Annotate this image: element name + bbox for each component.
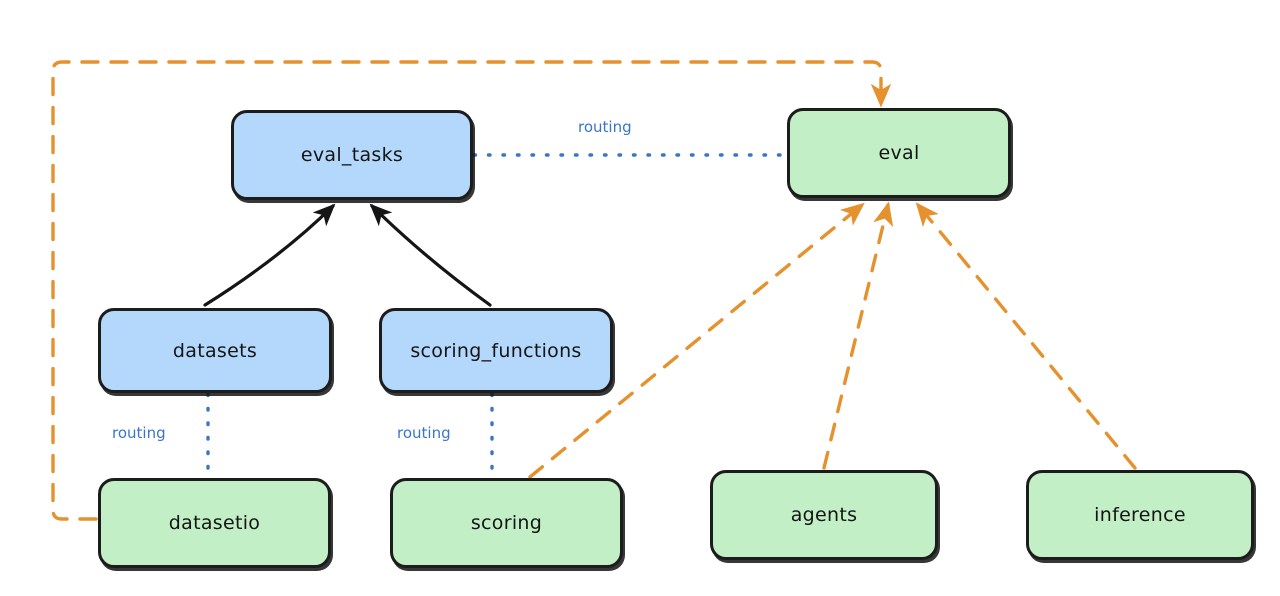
- node-scoring-functions[interactable]: scoring_functions: [379, 308, 613, 393]
- node-scoring-label: scoring: [470, 512, 543, 534]
- edge-datasetio-to-eval: [51, 60, 892, 521]
- node-datasets-label: datasets: [172, 339, 258, 362]
- edge-label-routing-scoring: routing: [397, 424, 451, 442]
- node-datasetio-label: datasetio: [168, 512, 261, 534]
- edge-inference-to-eval: [915, 202, 1137, 470]
- edge-scoring-functions-to-eval-tasks: [369, 203, 492, 307]
- node-datasetio[interactable]: datasetio: [98, 478, 331, 568]
- node-eval-tasks-label: eval_tasks: [300, 144, 404, 166]
- node-scoring[interactable]: scoring: [390, 478, 623, 568]
- node-eval-tasks[interactable]: eval_tasks: [231, 110, 473, 200]
- edge-agents-to-eval: [822, 201, 894, 470]
- node-inference[interactable]: inference: [1026, 470, 1254, 560]
- edge-datasets-to-eval-tasks: [203, 203, 336, 307]
- edge-scoring-to-eval: [528, 202, 865, 479]
- node-agents[interactable]: agents: [710, 470, 938, 560]
- node-agents-label: agents: [790, 504, 858, 526]
- node-inference-label: inference: [1094, 504, 1186, 526]
- node-eval[interactable]: eval: [787, 108, 1011, 198]
- node-scoring-functions-label: scoring_functions: [410, 339, 582, 362]
- edge-label-routing-datasets: routing: [112, 424, 166, 442]
- edge-label-routing-eval-tasks: routing: [578, 118, 632, 136]
- node-datasets[interactable]: datasets: [98, 308, 332, 393]
- node-eval-label: eval: [878, 142, 920, 164]
